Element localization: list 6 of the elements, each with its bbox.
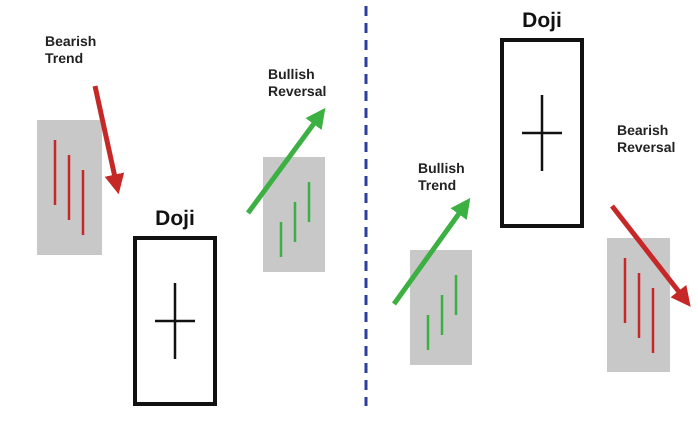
trend-label: Bearish Reversal (617, 122, 676, 156)
trend-label: Bearish Trend (45, 33, 98, 67)
candle-title: Doji (154, 206, 196, 232)
candle-title: Doji (521, 8, 563, 34)
trend-label: Bullish Trend (418, 160, 466, 194)
trend-label: Bullish Reversal (268, 66, 328, 100)
